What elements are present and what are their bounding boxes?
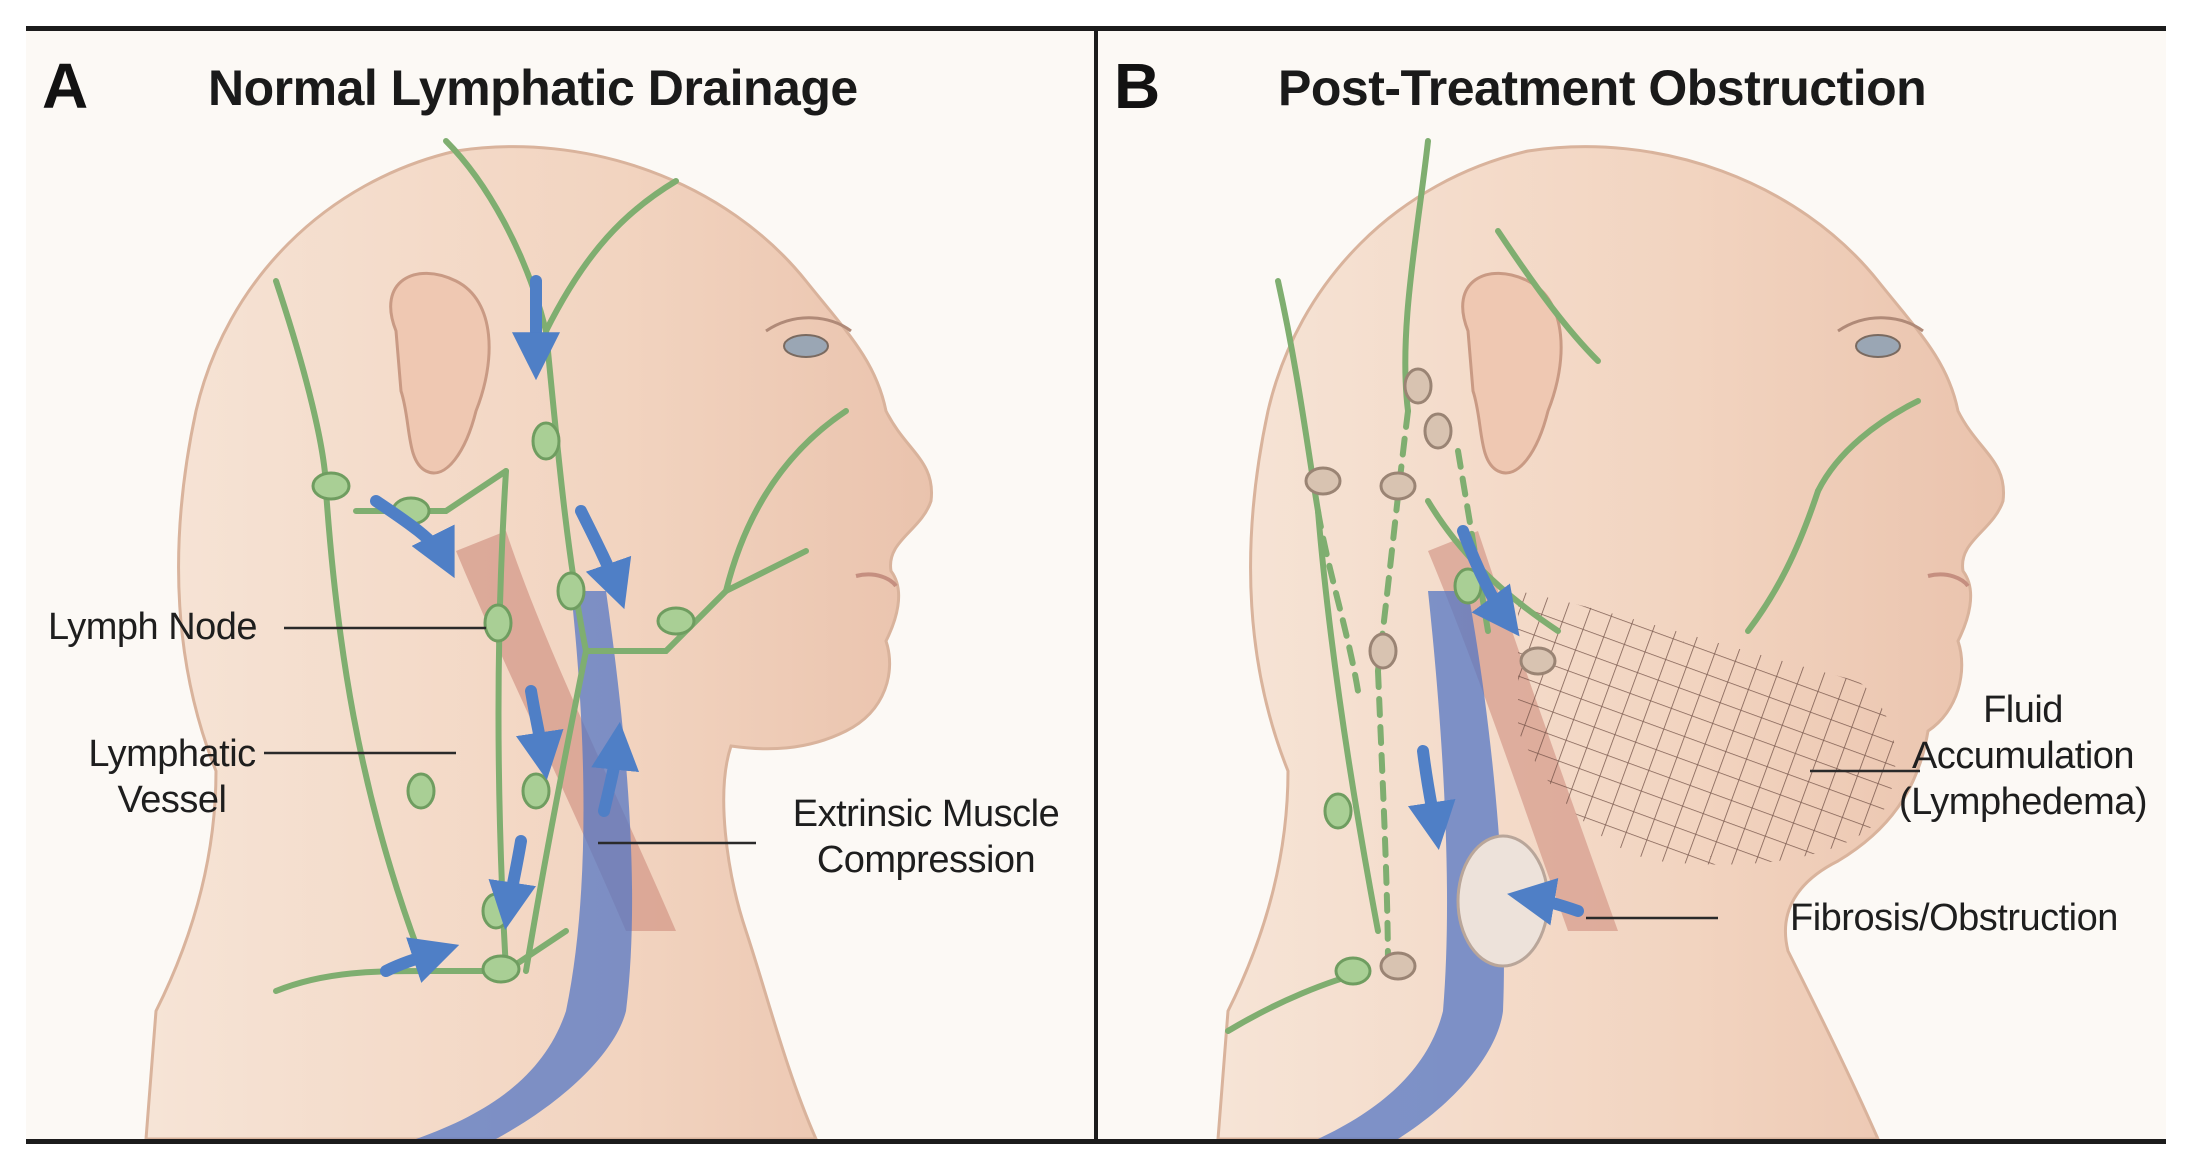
label-extrinsic-muscle-line1: Extrinsic Muscle	[792, 793, 1060, 835]
panel-b: B Post-Treatment Obstruction Fluid Accum…	[1098, 31, 2166, 1139]
flow-arrows	[370, 275, 640, 983]
label-lymph-node: Lymph Node	[48, 606, 258, 648]
label-lymphatic-vessel-line1: Lymphatic	[88, 733, 256, 775]
panel-letter: B	[1114, 50, 1160, 122]
normal-drainage-illustration	[144, 138, 934, 1139]
leader-lines	[1586, 769, 1920, 920]
jugular-vein	[1318, 591, 1504, 1139]
leader-lines	[264, 626, 756, 845]
label-fibrosis: Fibrosis/Obstruction	[1790, 897, 2118, 939]
ear	[1461, 271, 1563, 475]
jugular-vein	[416, 591, 633, 1139]
lymphedema-region	[1518, 591, 1896, 865]
label-extrinsic-muscle-line2: Compression	[816, 839, 1036, 881]
panel-letter: A	[42, 50, 88, 122]
ear	[389, 271, 491, 475]
label-lymphatic-vessel-line2: Vessel	[117, 779, 227, 821]
label-fluid-line3: (Lymphedema)	[1898, 781, 2148, 823]
flow-arrows	[1407, 525, 1584, 926]
panel-a: A Normal Lymphatic Drainage Lymph Node L…	[26, 31, 1094, 1139]
obstruction-illustration	[1216, 138, 2006, 1139]
eye	[783, 334, 829, 358]
label-fluid-line1: Fluid	[1983, 689, 2063, 731]
panel-title: Post-Treatment Obstruction	[1278, 60, 1927, 116]
panel-title: Normal Lymphatic Drainage	[208, 60, 858, 116]
eye	[1855, 334, 1901, 358]
panel-divider	[1094, 26, 1098, 1144]
label-fluid-line2: Accumulation	[1911, 735, 2135, 777]
blocked-nodes	[1304, 367, 1557, 981]
lymph-nodes	[1323, 567, 1483, 986]
